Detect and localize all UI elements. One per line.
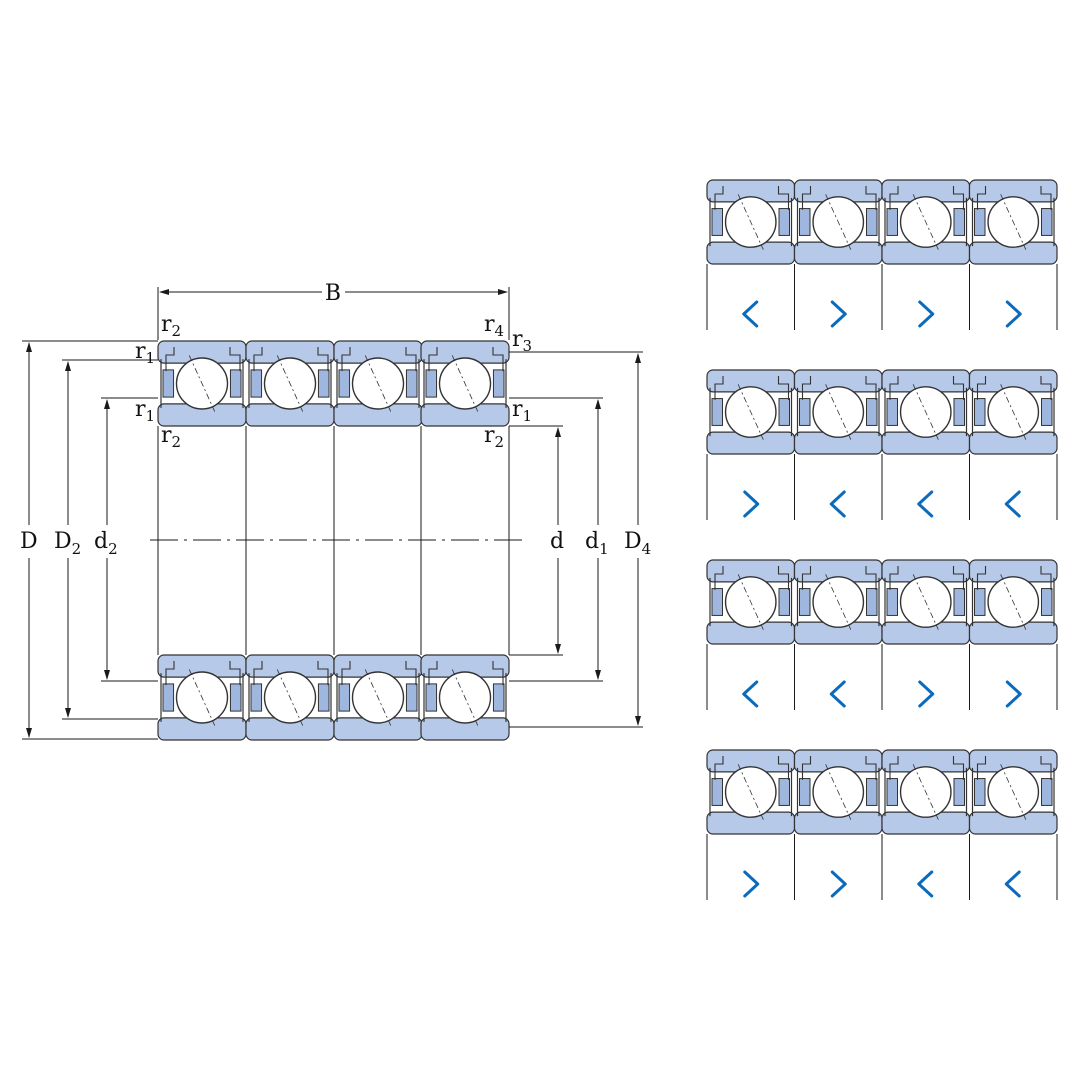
label-d1: d1 xyxy=(585,529,609,558)
arrangement-1-bearing-1 xyxy=(706,179,796,265)
chevron-right-icon xyxy=(918,300,935,328)
arrangement-4-bearing-2 xyxy=(793,749,883,835)
bearing-bottom-4 xyxy=(420,654,510,741)
chevron-right-icon xyxy=(743,490,760,518)
label-d2: d2 xyxy=(94,529,118,558)
chevron-left-icon xyxy=(917,870,934,898)
arrangement-4-bearing-1 xyxy=(706,749,796,835)
arrangement-1-bearing-2 xyxy=(793,179,883,265)
chevron-left-icon xyxy=(829,680,846,708)
arrangement-3-bearing-3 xyxy=(881,559,971,645)
bearing-bottom-1 xyxy=(157,654,247,741)
label-r2-top-left: r2 xyxy=(161,312,181,340)
label-d: d xyxy=(550,529,564,554)
label-r1-bottom-left: r1 xyxy=(135,397,155,425)
arrangement-4-bearing-3 xyxy=(881,749,971,835)
bearing-top-2 xyxy=(245,340,335,427)
arrangement-4-bearing-4 xyxy=(968,749,1058,835)
label-B: B xyxy=(325,281,341,306)
bearing-bottom-3 xyxy=(333,654,423,741)
label-r3-top-right: r3 xyxy=(512,327,532,355)
dimension-labels: B D D2 d2 d d1 D4 r2 r1 r1 r2 r4 r3 r1 r… xyxy=(20,281,651,558)
arrangement-2 xyxy=(706,369,1058,520)
label-r4-top-right: r4 xyxy=(484,312,504,340)
label-r1-top-left: r1 xyxy=(135,339,155,367)
chevron-left-icon xyxy=(1004,870,1021,898)
arrangement-2-bearing-1 xyxy=(706,369,796,455)
chevron-left-icon xyxy=(1004,490,1021,518)
label-r1-right: r1 xyxy=(512,397,532,425)
bearing-top-1 xyxy=(157,340,247,427)
chevron-right-icon xyxy=(743,870,760,898)
chevron-right-icon xyxy=(830,300,847,328)
chevron-left-icon xyxy=(829,490,846,518)
arrangement-4 xyxy=(706,749,1058,900)
dimension-lines xyxy=(22,287,643,740)
chevron-left-icon xyxy=(742,680,759,708)
arrangement-3-bearing-4 xyxy=(968,559,1058,645)
chevron-right-icon xyxy=(1005,680,1022,708)
arrangement-diagrams xyxy=(706,179,1058,900)
arrangement-1-bearing-3 xyxy=(881,179,971,265)
chevron-right-icon xyxy=(830,870,847,898)
bearing-bottom-2 xyxy=(245,654,335,741)
arrangement-2-bearing-3 xyxy=(881,369,971,455)
chevron-left-icon xyxy=(917,490,934,518)
label-r2-right: r2 xyxy=(484,423,504,451)
bearing-top-4 xyxy=(420,340,510,427)
chevron-right-icon xyxy=(918,680,935,708)
chevron-right-icon xyxy=(1005,300,1022,328)
label-D4: D4 xyxy=(624,529,651,558)
main-section-view xyxy=(157,340,510,741)
label-D: D xyxy=(20,529,38,554)
arrangement-3-bearing-1 xyxy=(706,559,796,645)
bearing-top-3 xyxy=(333,340,423,427)
label-r2-bottom-left: r2 xyxy=(161,423,181,451)
chevron-left-icon xyxy=(742,300,759,328)
arrangement-3 xyxy=(706,559,1058,710)
arrangement-3-bearing-2 xyxy=(793,559,883,645)
arrangement-1-bearing-4 xyxy=(968,179,1058,265)
arrangement-2-bearing-2 xyxy=(793,369,883,455)
label-D2: D2 xyxy=(54,529,81,558)
arrangement-1 xyxy=(706,179,1058,330)
arrangement-2-bearing-4 xyxy=(968,369,1058,455)
